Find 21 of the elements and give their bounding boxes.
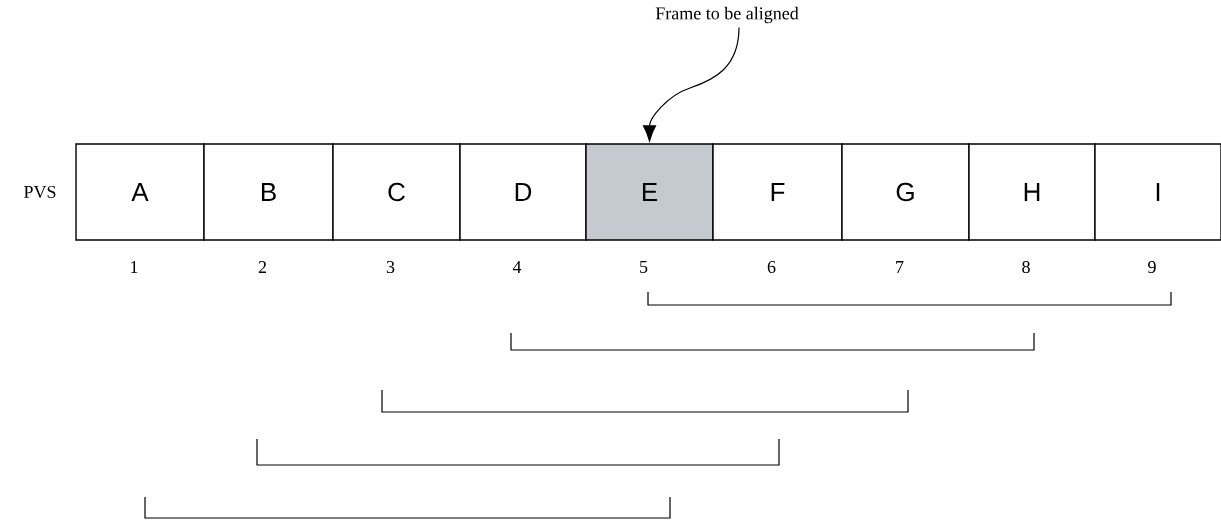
frame-number: 7 [896,261,904,273]
frame-number: 6 [767,260,776,274]
frame-number: 2 [258,261,266,273]
frame-number: 8 [1022,260,1030,274]
callout-text: Frame to be aligned [655,6,799,24]
frame-number: 9 [1148,260,1156,274]
frame-box: A [75,143,205,241]
frame-box: C [332,143,461,241]
frame-number: 3 [386,260,395,274]
frame-box: D [459,143,587,241]
curved-arrow [643,26,740,142]
frame-box: B [203,143,334,241]
frame-box: H [968,143,1096,241]
frame-box: G [841,143,970,241]
frame-box: E [585,143,714,241]
frame-number: 1 [131,261,138,273]
frame-box: F [712,143,843,241]
frame-box: I [1094,143,1221,241]
row-label: PVS [24,185,56,199]
frame-number: 5 [640,261,648,273]
frame-number: 4 [512,261,522,273]
